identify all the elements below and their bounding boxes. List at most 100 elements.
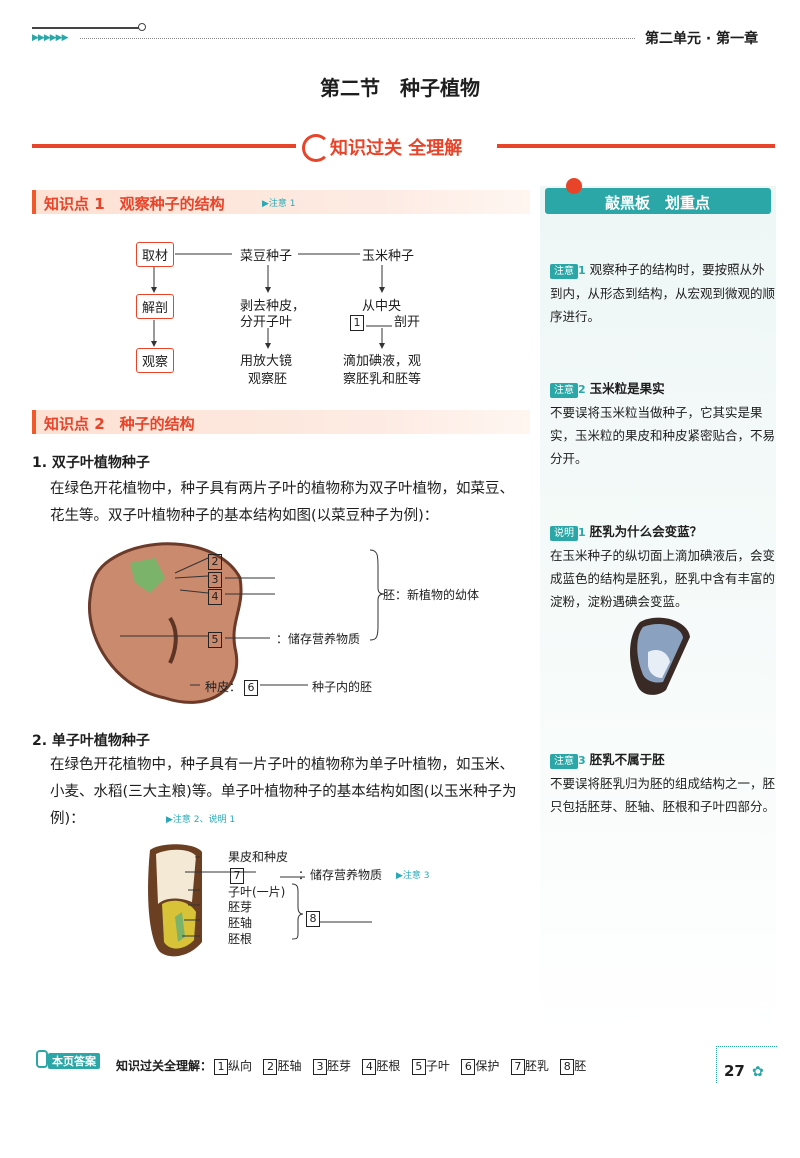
kp2-title: 知识点 2 种子的结构 — [44, 415, 195, 433]
corn-coat-label: 果皮和种皮 — [228, 850, 289, 864]
dicot-text: 在绿色开花植物中，种子具有两片子叶的植物称为双子叶植物，如菜豆、花生等。双子叶植… — [50, 481, 514, 524]
bean-label-2: 2 — [208, 550, 222, 570]
num-box: 2 — [208, 554, 222, 570]
sidebar-header — [545, 188, 771, 214]
num-box: 4 — [362, 1059, 377, 1075]
corn-step3a: 滴加碘液，观 — [343, 354, 422, 369]
corn-cotyledon-label: 子叶(一片) — [228, 885, 286, 899]
bean-step3a: 用放大镜 — [240, 354, 293, 369]
page-number-box — [716, 1046, 777, 1083]
corn-radicle-label: 胚根 — [228, 932, 253, 946]
note-title: 胚乳不属于胚 — [589, 752, 665, 767]
corn-storage-note: ：储存营养物质 — [298, 868, 383, 882]
answer-text: 子叶 — [425, 1059, 450, 1073]
num-box: 1 — [214, 1059, 228, 1075]
answer-text: 保护 — [475, 1059, 500, 1073]
chapter-label: 第二单元 · 第一章 — [645, 31, 759, 47]
num-box: 7 — [510, 1059, 525, 1075]
num-box: 4 — [208, 589, 222, 605]
bean-label-4: 4 — [208, 585, 222, 605]
monocot-text: 在绿色开花植物中，种子具有一片子叶的植物称为单子叶植物，如玉米、小麦、水稻(三大… — [50, 757, 517, 827]
bean-seedcoat-note: 种子内的胚 — [312, 680, 373, 694]
note-text: 不要误将胚乳归为胚的组成结构之一，胚只包括胚芽、胚轴、胚根和子叶四部分。 — [550, 776, 776, 814]
step-observe: 观察 — [136, 348, 175, 373]
num-box: 7 — [230, 868, 244, 884]
corn-label-8: 8 — [306, 907, 320, 927]
num-box: 5 — [411, 1059, 426, 1075]
note-tag: 说明 — [550, 526, 578, 541]
kp2-header: 知识点 2 种子的结构 — [32, 410, 530, 434]
blank-number-box: 1 — [350, 315, 364, 331]
dicot-heading: 1. 双子叶植物种子 — [32, 455, 150, 471]
note-title: 玉米粒是果实 — [589, 381, 665, 396]
answer-text: 纵向 — [228, 1059, 253, 1073]
bean-storage-note: ：储存营养物质 — [276, 632, 361, 646]
corn-step3b: 察胚乳和胚等 — [343, 372, 422, 387]
num-box: 6 — [461, 1059, 476, 1075]
answer-text: 胚芽 — [326, 1059, 351, 1073]
note-text: 观察种子的结构时，要按照从外到内，从形态到结构，从宏观到微观的顺序进行。 — [550, 262, 776, 324]
bean-embryo-note: 胚：新植物的幼体 — [383, 588, 480, 602]
bean-seed-diagram — [87, 542, 386, 704]
bean-seed-label: 菜豆种子 — [240, 249, 293, 264]
sprout-icon: ✿ — [752, 1064, 764, 1080]
bean-step3b: 观察胚 — [248, 372, 288, 387]
banner-swirl-icon — [302, 134, 330, 162]
step-dissect: 解剖 — [136, 294, 175, 319]
sidebar — [540, 186, 776, 1036]
kp1-title: 知识点 1 观察种子的结构 — [44, 195, 225, 213]
banner-title: 知识过关 全理解 — [330, 138, 463, 159]
corn-blank-1: 1 — [350, 311, 364, 331]
note-num: 1 — [578, 264, 586, 277]
page-number: 27 — [724, 1062, 745, 1080]
banner-line-right — [497, 144, 775, 148]
monocot-heading: 2. 单子叶植物种子 — [32, 733, 150, 749]
key-icon — [36, 1050, 48, 1068]
corn-axis-label: 胚轴 — [228, 916, 253, 930]
bean-label-3: 3 — [208, 568, 222, 588]
note-num: 1 — [578, 526, 586, 539]
note-num: 3 — [578, 754, 586, 767]
bean-step2b: 分开子叶 — [240, 315, 293, 330]
corn-step2a: 从中央 — [362, 299, 402, 314]
num-box: 3 — [208, 572, 222, 588]
note-text: 在玉米种子的纵切面上滴加碘液后，会变成蓝色的结构是胚乳，胚乳中含有丰富的淀粉，淀… — [550, 548, 776, 609]
monocot-ref: ▶注意 2、说明 1 — [166, 815, 236, 825]
answer-tag: 本页答案 — [48, 1053, 100, 1069]
num-box: 8 — [560, 1059, 575, 1075]
answer-text: 胚根 — [376, 1059, 401, 1073]
note-tag: 注意 — [550, 754, 578, 769]
corn-seed-label: 玉米种子 — [362, 249, 415, 264]
num-box: 2 — [263, 1059, 278, 1075]
corn-plumule-label: 胚芽 — [228, 900, 253, 914]
corn-section-image — [630, 617, 690, 695]
num-box: 5 — [208, 632, 222, 648]
note-num: 2 — [578, 383, 586, 396]
corn-label-7: 7 — [230, 864, 244, 884]
banner-line-left — [32, 144, 296, 148]
note-tag: 注意 — [550, 264, 578, 279]
corn-storage-ref: ▶注意 3 — [396, 871, 430, 881]
num-box: 6 — [244, 680, 258, 696]
note-text: 不要误将玉米粒当做种子，它其实是果实，玉米粒的果皮和种皮紧密贴合，不易分开。 — [550, 405, 776, 466]
num-box: 8 — [306, 911, 320, 927]
teacher-icon — [566, 178, 582, 194]
bean-label-5: 5 — [208, 628, 222, 648]
flow-connectors — [151, 253, 392, 349]
kp1-header: 知识点 1 观察种子的结构 ▶注意 1 — [32, 190, 530, 214]
note-tag: 注意 — [550, 383, 578, 398]
answer-text: 胚 — [574, 1059, 587, 1073]
